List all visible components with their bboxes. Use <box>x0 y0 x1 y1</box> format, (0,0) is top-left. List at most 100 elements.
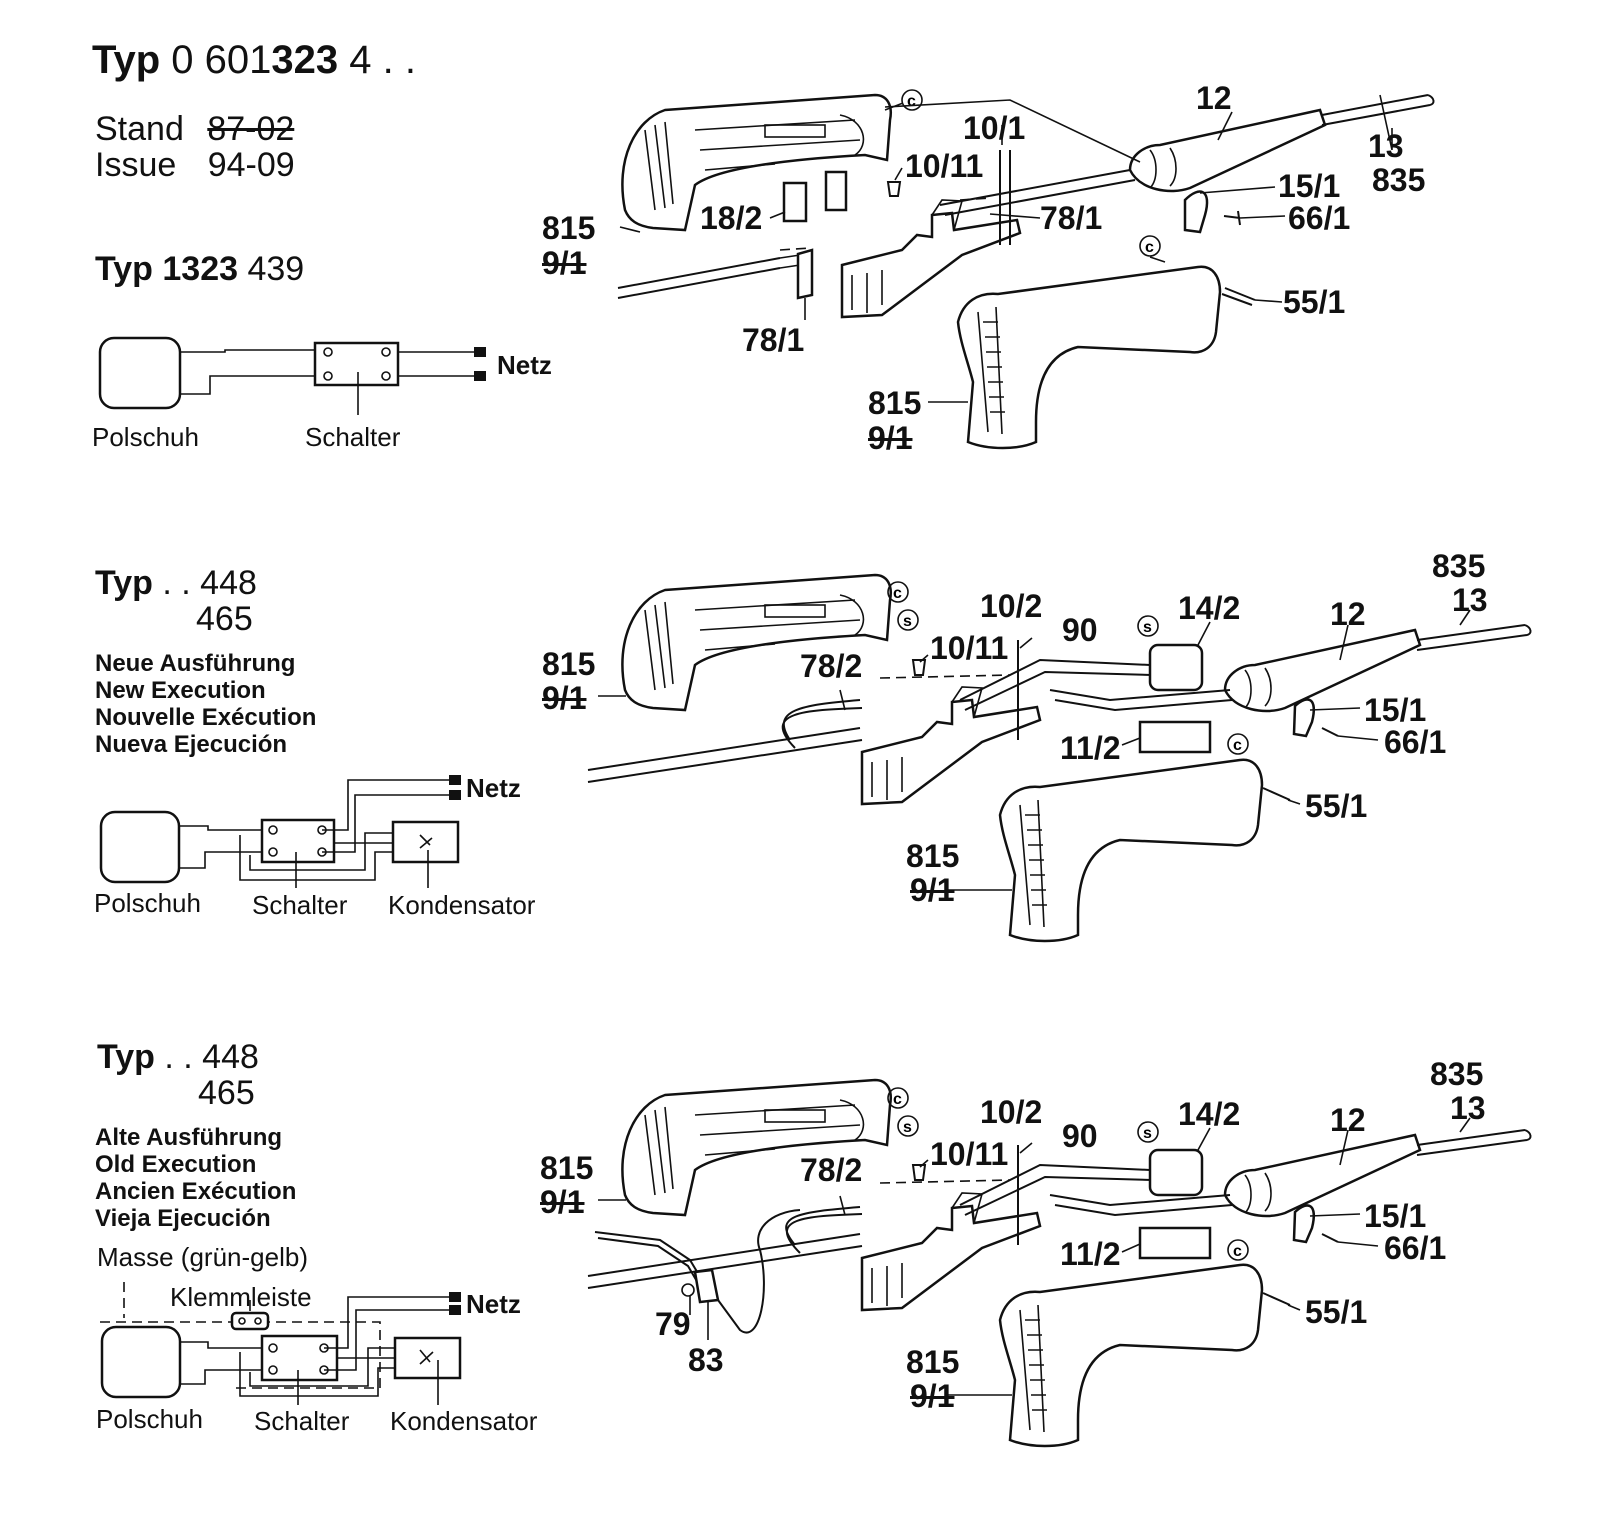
s1-part-13: 13 <box>1368 128 1404 164</box>
typ-number-b: 323 <box>271 38 339 82</box>
s3-part-78-2: 78/2 <box>800 1152 863 1188</box>
section1-schalter-label: Schalter <box>305 422 401 452</box>
svg-text:c: c <box>893 585 902 602</box>
s3-part-14-2: 14/2 <box>1178 1096 1241 1132</box>
issue-value: 94-09 <box>207 146 295 184</box>
typ-number-a: 0 601 <box>171 38 272 82</box>
section2-exec-en: New Execution <box>95 677 266 704</box>
section3-klemmleiste-label: Klemmleiste <box>170 1282 312 1312</box>
s1-part-18-2: 18/2 <box>700 200 763 236</box>
section2-typ-line2: 465 <box>196 600 253 638</box>
section3-kondensator-label: Kondensator <box>390 1406 538 1436</box>
svg-text:c: c <box>907 93 916 110</box>
section3-exec-es: Vieja Ejecución <box>95 1205 271 1232</box>
s2-part-10-11: 10/11 <box>930 630 1009 666</box>
s3-part-12: 12 <box>1330 1102 1366 1138</box>
s3-part-66-1: 66/1 <box>1384 1230 1447 1266</box>
s1-part-15-1: 15/1 <box>1278 168 1341 204</box>
svg-text:c: c <box>893 1091 902 1108</box>
issue-line: Issue 94-09 <box>95 146 295 184</box>
svg-text:s: s <box>1143 1125 1152 1142</box>
s3-part-11-2: 11/2 <box>1060 1236 1121 1272</box>
section2-polschuh-label: Polschuh <box>94 888 201 918</box>
section3-masse-label: Masse (grün-gelb) <box>97 1242 308 1272</box>
s2-part-815-lower: 815 <box>906 838 960 874</box>
section2-drawing: c s s c <box>587 573 1532 943</box>
s2-part-90: 90 <box>1062 612 1098 648</box>
s3-part-9-1-upper: 9/1 <box>540 1184 585 1220</box>
s1-part-10-11: 10/11 <box>905 148 984 184</box>
s1-part-815-lower: 815 <box>868 385 922 421</box>
s2-part-835: 835 <box>1432 548 1486 584</box>
s3-part-79: 79 <box>655 1306 691 1342</box>
section2-kondensator-label: Kondensator <box>388 890 536 920</box>
svg-text:s: s <box>1143 619 1152 636</box>
svg-text:c: c <box>1233 737 1242 754</box>
stand-label: Stand <box>95 110 184 148</box>
section3-typ-line2: 465 <box>198 1074 255 1112</box>
s2-part-15-1: 15/1 <box>1364 692 1427 728</box>
s2-part-12: 12 <box>1330 596 1366 632</box>
s3-part-10-2: 10/2 <box>980 1094 1043 1130</box>
s3-part-15-1: 15/1 <box>1364 1198 1427 1234</box>
section3-circuit <box>100 1282 462 1405</box>
s1-part-12: 12 <box>1196 80 1232 116</box>
section3-typ-line1: . . 448 <box>164 1038 259 1076</box>
typ-word: Typ <box>92 38 161 82</box>
section2-heading: Typ . . 448 <box>95 564 257 603</box>
section2-netz-label: Netz <box>466 773 521 803</box>
s3-part-55-1: 55/1 <box>1305 1294 1368 1330</box>
section2-typ-line1: . . 448 <box>162 564 257 602</box>
typ-number-c: 4 . . <box>349 38 416 82</box>
svg-text:c: c <box>1233 1243 1242 1260</box>
stand-value: 87-02 <box>207 110 295 148</box>
s2-part-9-1-lower: 9/1 <box>910 872 955 908</box>
section1-circuit <box>98 336 486 415</box>
s1-part-55-1: 55/1 <box>1283 284 1346 320</box>
section2-exec-es: Nueva Ejecución <box>95 731 288 758</box>
section3-schalter-label: Schalter <box>254 1406 350 1436</box>
stand-line: Stand 87-02 <box>95 110 294 148</box>
main-type-heading: Typ 0 601323 4 . . <box>92 38 416 83</box>
s1-part-66-1: 66/1 <box>1288 200 1351 236</box>
s3-part-815-lower: 815 <box>906 1344 960 1380</box>
s2-part-10-2: 10/2 <box>980 588 1043 624</box>
s2-part-815-upper: 815 <box>542 646 596 682</box>
section2-exec-de: Neue Ausführung <box>95 650 296 677</box>
s3-part-13: 13 <box>1450 1090 1486 1126</box>
s2-part-66-1: 66/1 <box>1384 724 1447 760</box>
s1-part-10-1: 10/1 <box>963 110 1026 146</box>
section1-heading: Typ 1323 439 <box>95 250 304 289</box>
s2-part-13: 13 <box>1452 582 1488 618</box>
s2-part-55-1: 55/1 <box>1305 788 1368 824</box>
svg-text:s: s <box>903 613 912 630</box>
section3-netz-label: Netz <box>466 1289 521 1319</box>
s1-part-9-1-upper: 9/1 <box>542 245 587 281</box>
section1-polschuh-label: Polschuh <box>92 422 199 452</box>
section3-exec-de: Alte Ausführung <box>95 1124 283 1151</box>
s3-part-10-11: 10/11 <box>930 1136 1009 1172</box>
section3-drawing: c s s c <box>587 1078 1532 1448</box>
s1-part-9-1-lower: 9/1 <box>868 420 913 456</box>
section1-netz-label: Netz <box>497 350 552 380</box>
section2-circuit <box>99 775 461 888</box>
s1-part-815-upper: 815 <box>542 210 596 246</box>
s3-part-90: 90 <box>1062 1118 1098 1154</box>
s1-part-835: 835 <box>1372 162 1426 198</box>
section3-typ-word: Typ <box>97 1038 155 1076</box>
s1-part-78-1-lower: 78/1 <box>742 322 805 358</box>
s3-part-9-1-lower: 9/1 <box>910 1378 955 1414</box>
s2-part-9-1-upper: 9/1 <box>542 680 587 716</box>
section1-typ-word: Typ <box>95 250 153 288</box>
section2-typ-word: Typ <box>95 564 153 602</box>
s3-part-815-upper: 815 <box>540 1150 594 1186</box>
section3-heading: Typ . . 448 <box>97 1038 259 1077</box>
s2-part-14-2: 14/2 <box>1178 590 1241 626</box>
section2-schalter-label: Schalter <box>252 890 348 920</box>
section3-exec-en: Old Execution <box>95 1151 257 1178</box>
section1-typ-rest: 439 <box>247 250 305 288</box>
issue-label: Issue <box>95 146 177 184</box>
s1-part-78-1-upper: 78/1 <box>1040 200 1103 236</box>
svg-text:s: s <box>903 1119 912 1136</box>
